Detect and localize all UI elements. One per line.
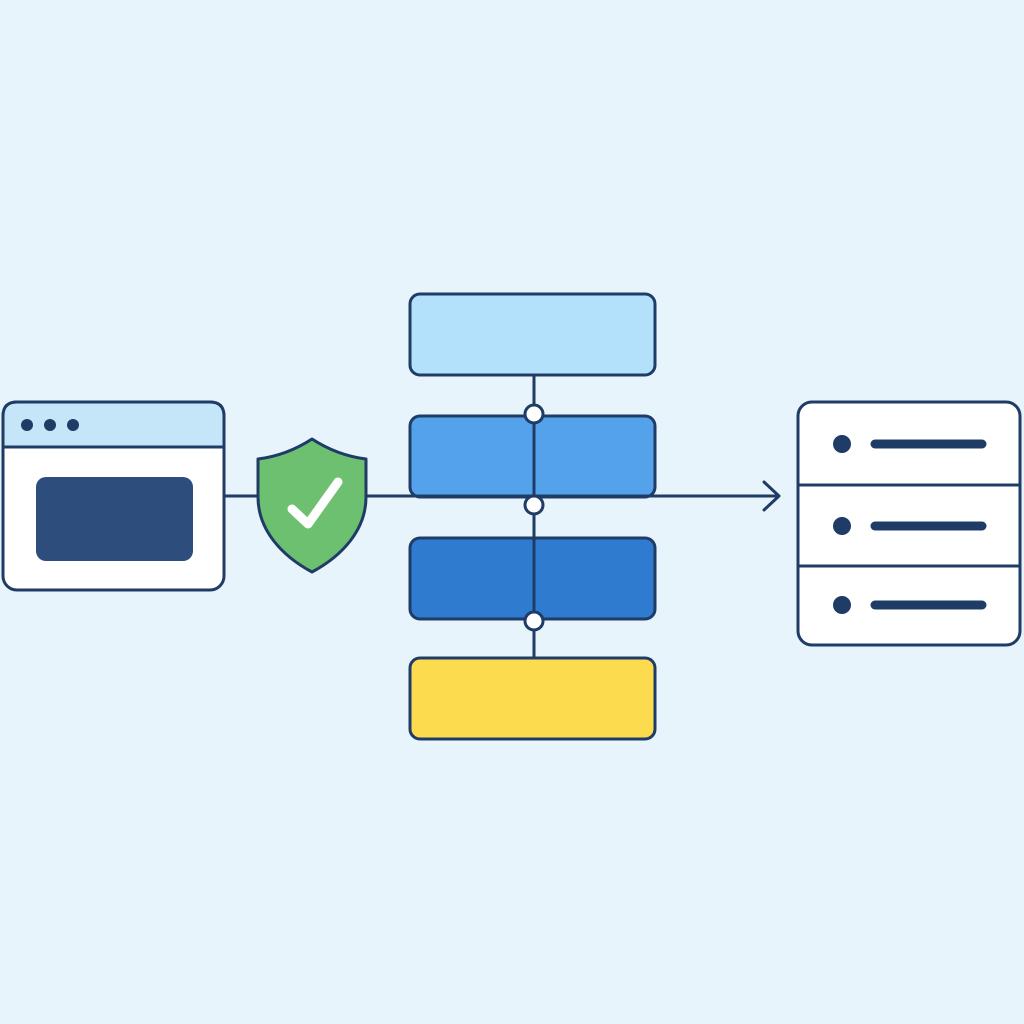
server-status-light bbox=[833, 435, 851, 453]
layer-stack bbox=[408, 292, 657, 741]
server-rack-icon bbox=[796, 400, 1022, 647]
shield-check-icon bbox=[256, 437, 368, 574]
connection-node bbox=[523, 494, 545, 516]
arrow-right-icon bbox=[762, 480, 781, 512]
browser-window-icon bbox=[1, 400, 226, 592]
window-control-dot bbox=[67, 419, 79, 431]
browser-titlebar bbox=[1, 400, 226, 449]
connection-node bbox=[523, 610, 545, 632]
check-icon bbox=[287, 477, 343, 529]
window-control-dot bbox=[21, 419, 33, 431]
window-control-dot bbox=[44, 419, 56, 431]
layer-4 bbox=[408, 656, 657, 741]
browser-content-block bbox=[36, 477, 193, 561]
layer-1 bbox=[408, 292, 657, 377]
shield-body bbox=[256, 437, 368, 574]
server-status-light bbox=[833, 517, 851, 535]
connection-node bbox=[523, 403, 545, 425]
server-status-light bbox=[833, 596, 851, 614]
